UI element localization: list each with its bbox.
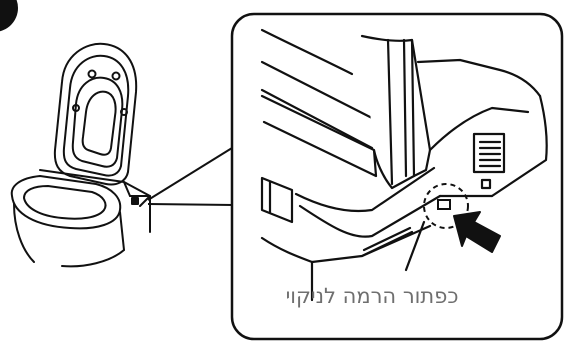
zoom-connector-icon	[148, 148, 234, 205]
step-badge-icon	[0, 0, 18, 32]
toilet-overview-icon	[12, 44, 150, 267]
button-caption: כפתור הרמה לניקוי	[262, 284, 482, 308]
